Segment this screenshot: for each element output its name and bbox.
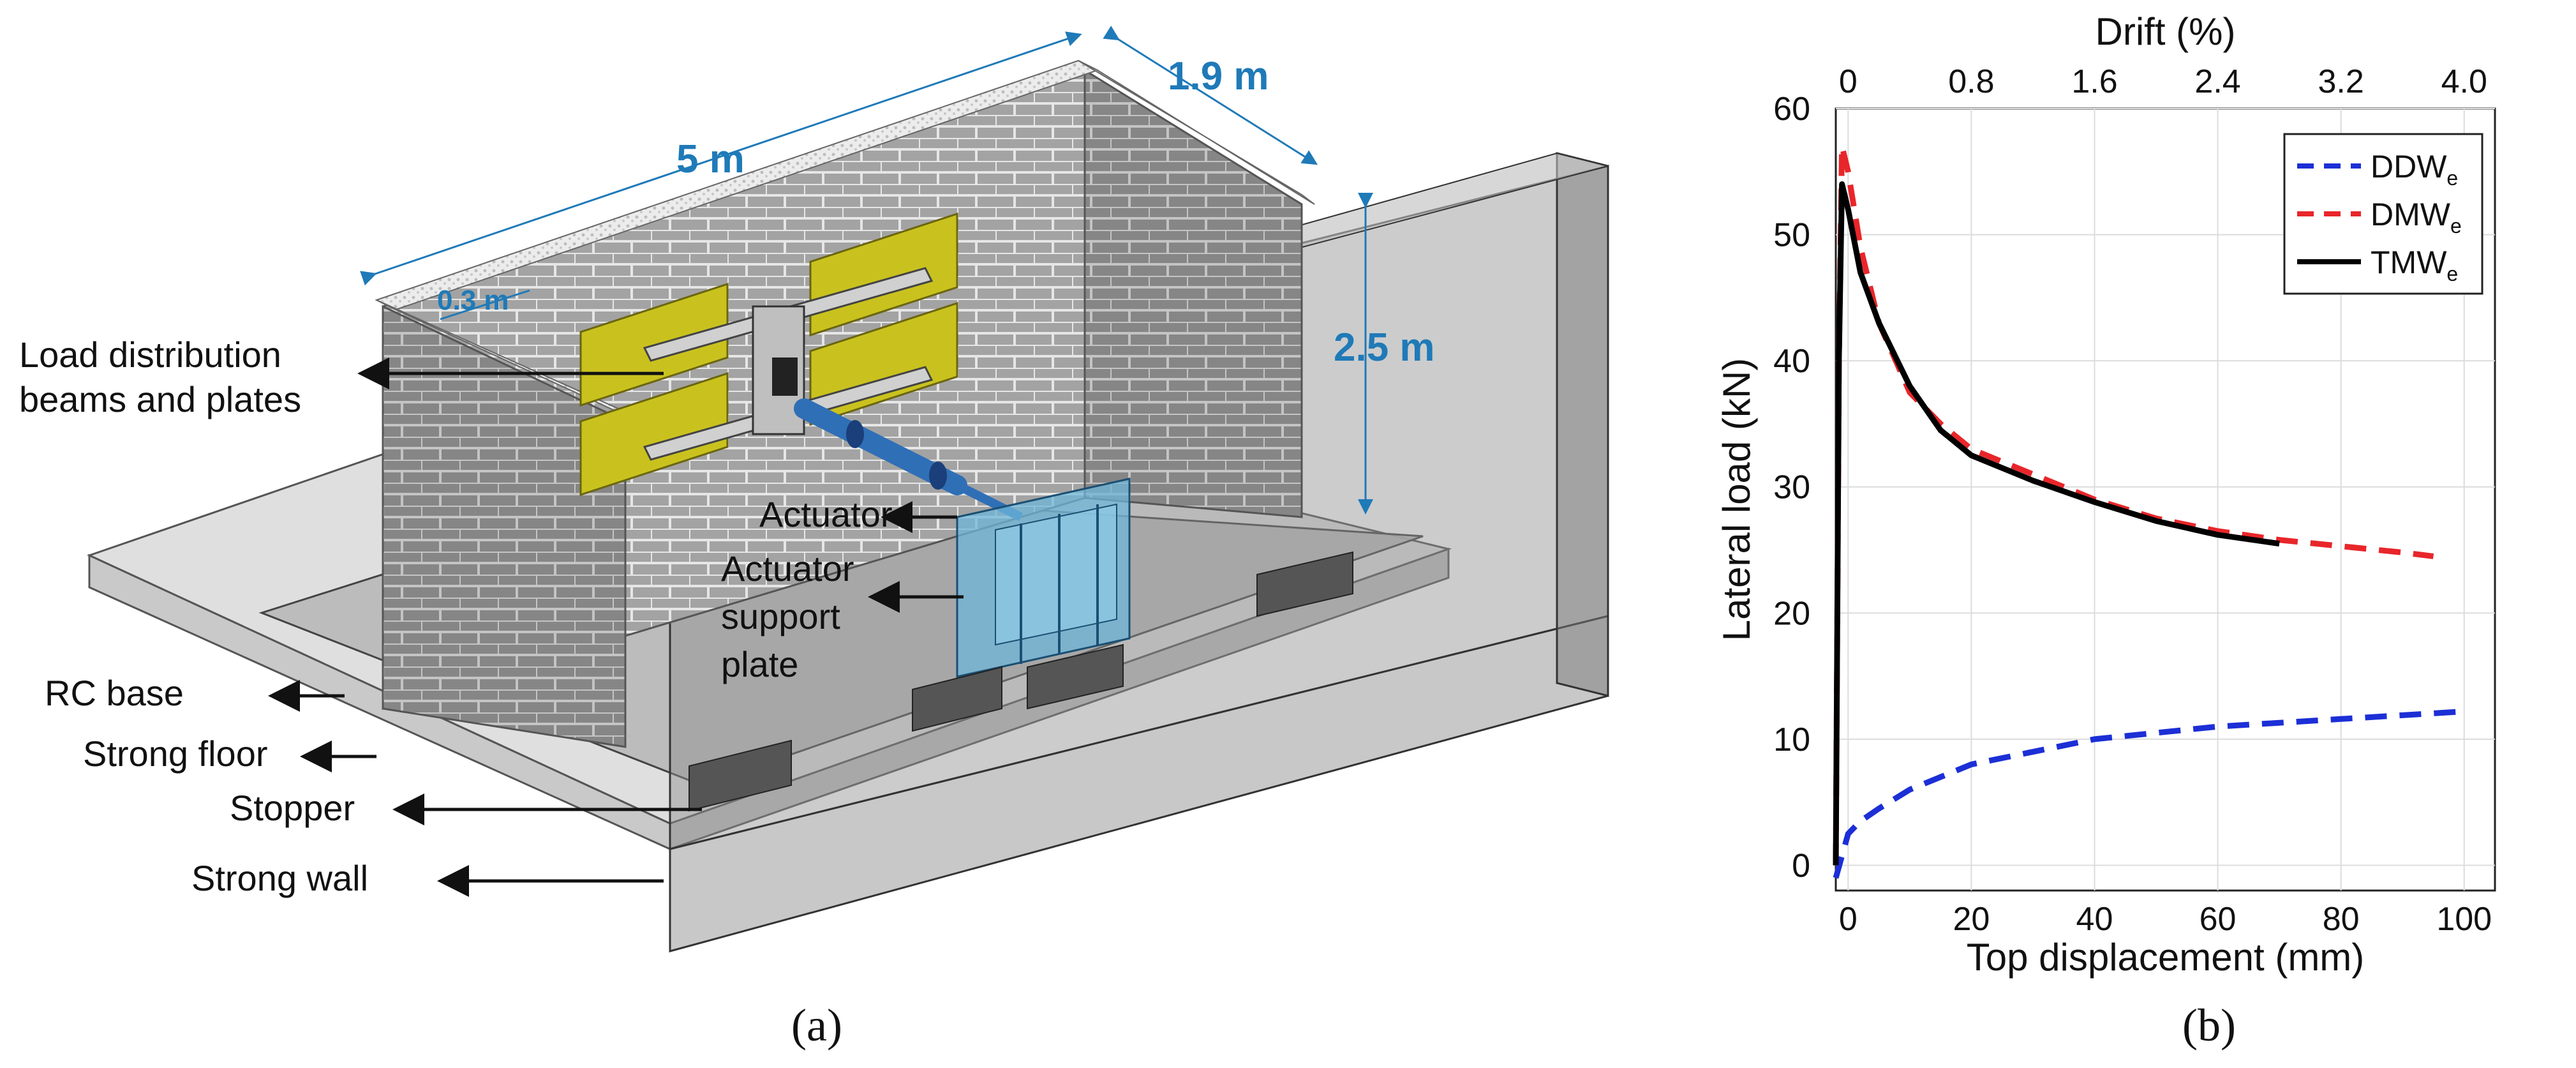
label-support-1: Actuator: [721, 548, 854, 589]
series-line-ddwe: [1833, 708, 2465, 879]
label-support-2: support: [721, 596, 840, 636]
y-tick-label: 0: [1792, 847, 1810, 884]
y-tick-label: 60: [1773, 91, 1810, 128]
legend-label: DDWe: [2371, 149, 2458, 190]
x-tick-label: 100: [2436, 901, 2492, 938]
axis-ticks: 0 20 40 60 80 100 0 10 20 30 40 50 60 0 0.8 1.6 2.4 3.2 4.…: [1773, 63, 2492, 938]
x-axis-label: Top displacement (mm): [1967, 936, 2365, 979]
top-tick-label: 3.2: [2318, 63, 2364, 100]
top-tick-label: 0: [1839, 63, 1858, 100]
top-axis-label: Drift (%): [2096, 10, 2236, 53]
label-rc-base: RC base: [45, 673, 184, 713]
label-strong-floor: Strong floor: [83, 733, 268, 774]
dim-height: 2.5 m: [1334, 326, 1435, 370]
label-stopper: Stopper: [230, 788, 355, 828]
series-lines: [1833, 143, 2465, 879]
x-tick-label: 80: [2323, 901, 2360, 938]
x-tick-label: 0: [1839, 901, 1858, 938]
top-tick-label: 0.8: [1948, 63, 1994, 100]
x-tick-label: 20: [1953, 901, 1990, 938]
x-tick-label: 40: [2076, 901, 2113, 938]
legend-label: TMWe: [2371, 244, 2458, 285]
stoppers: [689, 551, 1353, 812]
caption-a: (a): [791, 1000, 842, 1051]
label-load-distribution-1: Load distribution: [19, 335, 281, 375]
series-line-dmwe: [1833, 143, 2434, 866]
top-tick-label: 1.6: [2071, 63, 2117, 100]
dimension-lines: [360, 26, 1373, 515]
dim-length: 5 m: [676, 137, 745, 181]
legend-label: DMWe: [2371, 197, 2462, 237]
y-tick-label: 20: [1773, 595, 1810, 632]
callout-arrows: [268, 357, 964, 897]
y-tick-label: 40: [1773, 343, 1810, 380]
caption-b: (b): [2182, 1000, 2236, 1051]
legend-box: [2283, 133, 2483, 295]
x-tick-label: 60: [2200, 901, 2237, 938]
y-tick-label: 10: [1773, 721, 1810, 758]
top-tick-label: 2.4: [2194, 63, 2240, 100]
actuator-support-plate: [956, 478, 1131, 678]
label-load-distribution-2: beams and plates: [19, 379, 301, 419]
y-tick-label: 30: [1773, 469, 1810, 506]
dim-width: 1.9 m: [1168, 54, 1269, 98]
y-tick-label: 50: [1773, 217, 1810, 254]
grid: [1836, 108, 2495, 891]
y-axis-label: Lateral load (kN): [1715, 358, 1758, 642]
load-displacement-chart: 0 20 40 60 80 100 0 10 20 30 40 50 60 0 0.8 1.6 2.4 3.2 4.…: [1715, 10, 2496, 1051]
series-line-tmwe: [1833, 181, 2280, 866]
test-setup-schematic: 5 m 1.9 m 2.5 m 0.3 m Load distribution …: [19, 26, 1609, 1051]
label-support-3: plate: [721, 644, 798, 684]
label-actuator: Actuator: [759, 494, 893, 534]
dim-thickness: 0.3 m: [437, 285, 509, 316]
top-tick-label: 4.0: [2441, 63, 2487, 100]
label-strong-wall: Strong wall: [191, 858, 368, 898]
